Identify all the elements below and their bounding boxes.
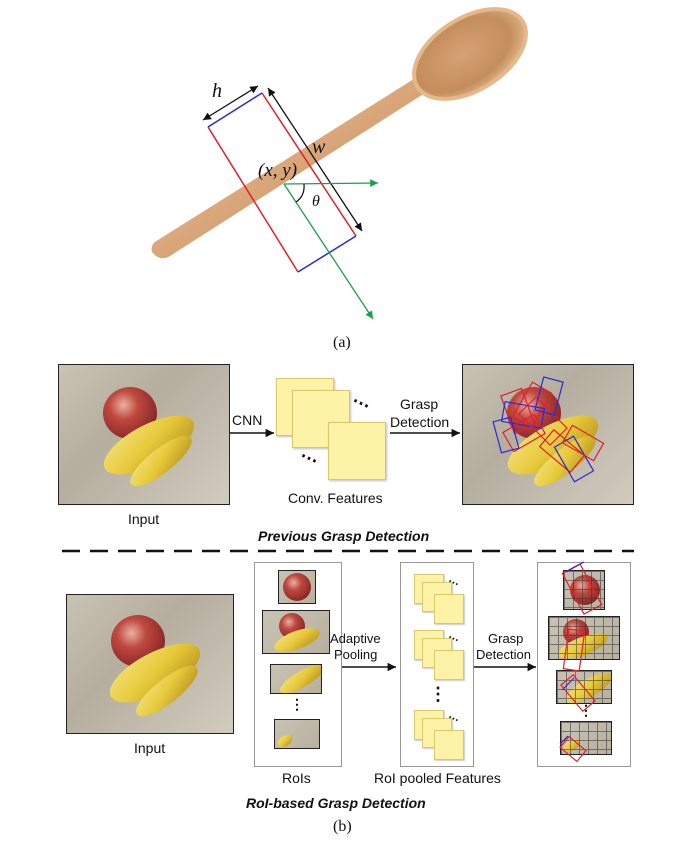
adaptive-label-line2: Pooling bbox=[334, 647, 378, 662]
label-w: w bbox=[312, 136, 326, 158]
grasp-edge-blue-bottom bbox=[297, 235, 357, 273]
input-label-bottom: Input bbox=[134, 740, 166, 756]
label-theta: θ bbox=[312, 193, 320, 210]
spoon-grasp-diagram bbox=[151, 7, 528, 320]
caption-b: (b) bbox=[333, 818, 352, 835]
caption-a: (a) bbox=[333, 334, 351, 351]
rotated-axis-green bbox=[283, 183, 374, 320]
adaptive-label-line1: Adaptive bbox=[330, 631, 381, 646]
grasp-edge-red-left bbox=[207, 126, 299, 273]
roi-crop bbox=[278, 570, 316, 604]
feature-map bbox=[292, 390, 350, 448]
w-dimension-arrow bbox=[267, 87, 363, 232]
label-h: h bbox=[212, 80, 222, 102]
feature-map bbox=[434, 650, 464, 680]
apple bbox=[283, 573, 311, 601]
grasp-label-bottom-line2: Detection bbox=[476, 647, 531, 662]
rois-ellipsis: ⋮ bbox=[290, 696, 304, 712]
grasp-label-line2: Detection bbox=[390, 414, 450, 430]
h-dimension-arrow bbox=[202, 85, 259, 121]
roi-crop bbox=[270, 664, 322, 694]
features-label: Conv. Features bbox=[288, 490, 383, 506]
grid-overlay bbox=[561, 722, 611, 754]
feature-map bbox=[434, 730, 464, 760]
grasp-candidates bbox=[492, 376, 605, 483]
grasp-label-line1: Grasp bbox=[400, 396, 439, 412]
input-photo-bottom bbox=[66, 594, 234, 734]
roi-crop bbox=[274, 719, 320, 749]
grasp-label-bottom-line1: Grasp bbox=[488, 631, 524, 646]
feature-map bbox=[328, 422, 386, 480]
cnn-label: CNN bbox=[232, 412, 263, 428]
section-title-previous: Previous Grasp Detection bbox=[258, 528, 430, 544]
features-ellipsis: ⋮ bbox=[429, 684, 447, 704]
output-photo-top bbox=[462, 364, 634, 505]
roi-grasp-result bbox=[560, 721, 612, 755]
x-axis-green bbox=[283, 179, 379, 187]
rois-label: RoIs bbox=[282, 770, 311, 786]
spoon-bowl bbox=[412, 7, 528, 101]
pooled-features-label: RoI pooled Features bbox=[374, 770, 501, 786]
input-photo-top bbox=[58, 364, 230, 505]
input-label-top: Input bbox=[128, 511, 160, 527]
section-title-roi: RoI-based Grasp Detection bbox=[246, 795, 426, 811]
theta-arc bbox=[295, 183, 305, 203]
roi-crop bbox=[262, 610, 330, 654]
feature-map bbox=[434, 594, 464, 624]
label-xy: (x, y) bbox=[258, 160, 298, 181]
